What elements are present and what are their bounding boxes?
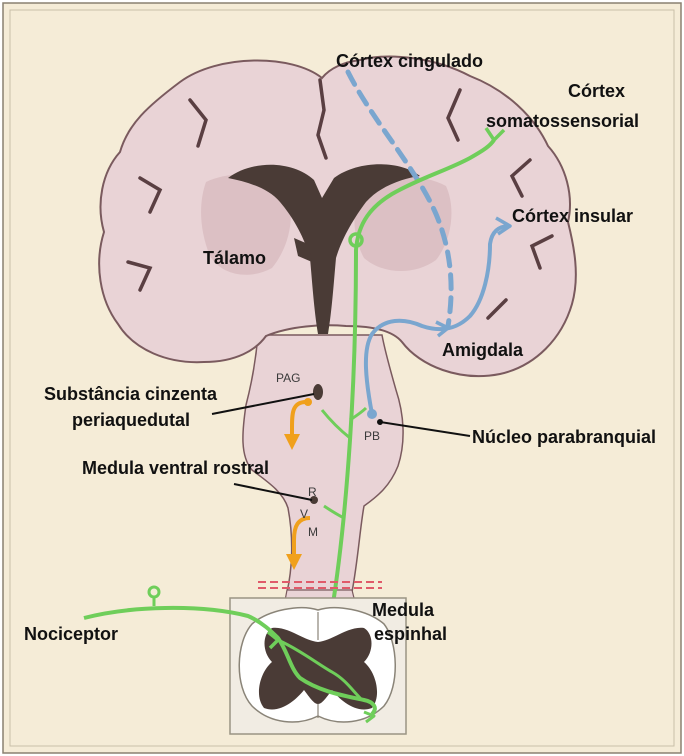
label-cortex-cingulado: Córtex cingulado bbox=[336, 51, 483, 71]
pb-abbrev: PB bbox=[364, 429, 380, 443]
label-cortex-somatossensorial-2: somatossensorial bbox=[486, 111, 639, 131]
rvm-r: R bbox=[308, 485, 317, 499]
pag-origin-node bbox=[304, 398, 312, 406]
label-cortex-somatossensorial-1: Córtex bbox=[568, 81, 625, 101]
rvm-m: M bbox=[308, 525, 318, 539]
label-cortex-insular: Córtex insular bbox=[512, 206, 633, 226]
label-nucleo-parabranquial: Núcleo parabranquial bbox=[472, 427, 656, 447]
pag-abbrev: PAG bbox=[276, 371, 300, 385]
label-medula-ventral-rostral: Medula ventral rostral bbox=[82, 458, 269, 478]
pb-node bbox=[367, 409, 377, 419]
label-talamo: Tálamo bbox=[203, 248, 266, 268]
label-nociceptor: Nociceptor bbox=[24, 624, 118, 644]
label-pag-2: periaquedutal bbox=[72, 410, 190, 430]
label-amigdala: Amigdala bbox=[442, 340, 524, 360]
label-medula-espinhal-2: espinhal bbox=[374, 624, 447, 644]
label-pag-1: Substância cinzenta bbox=[44, 384, 218, 404]
pb-pointer-dot bbox=[377, 419, 383, 425]
label-medula-espinhal-1: Medula bbox=[372, 600, 435, 620]
rvm-v: V bbox=[300, 507, 308, 521]
pag-spot bbox=[313, 384, 323, 400]
